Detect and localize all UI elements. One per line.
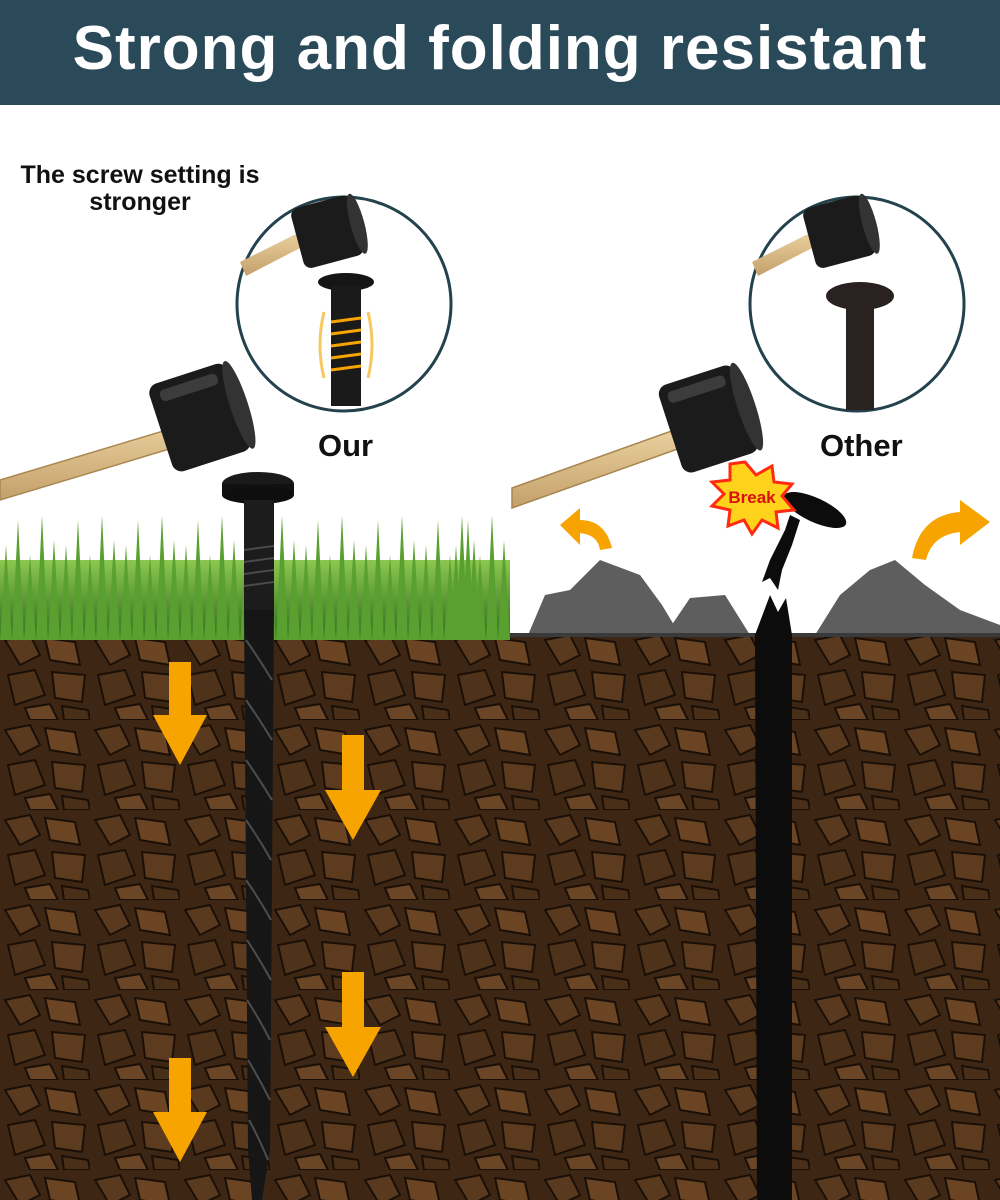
screw-stake-icon (222, 472, 294, 1200)
hammer-icon (511, 362, 764, 510)
down-arrow-icon (153, 662, 381, 1162)
inset-other-stake (748, 193, 966, 413)
burst-icon (708, 460, 797, 537)
break-label: Break (728, 488, 776, 507)
hammer-icon (0, 361, 256, 501)
curved-arrow-icon (560, 500, 990, 560)
page-title: Strong and folding resistant (72, 14, 928, 83)
title-banner (0, 0, 1000, 105)
label-our: Our (318, 428, 374, 463)
screw-note: The screw setting is stronger (20, 161, 260, 216)
label-other: Other (820, 428, 903, 463)
broken-stake-icon (755, 491, 847, 1200)
rock-icon (528, 560, 1000, 635)
inset-our-stake (235, 193, 453, 413)
